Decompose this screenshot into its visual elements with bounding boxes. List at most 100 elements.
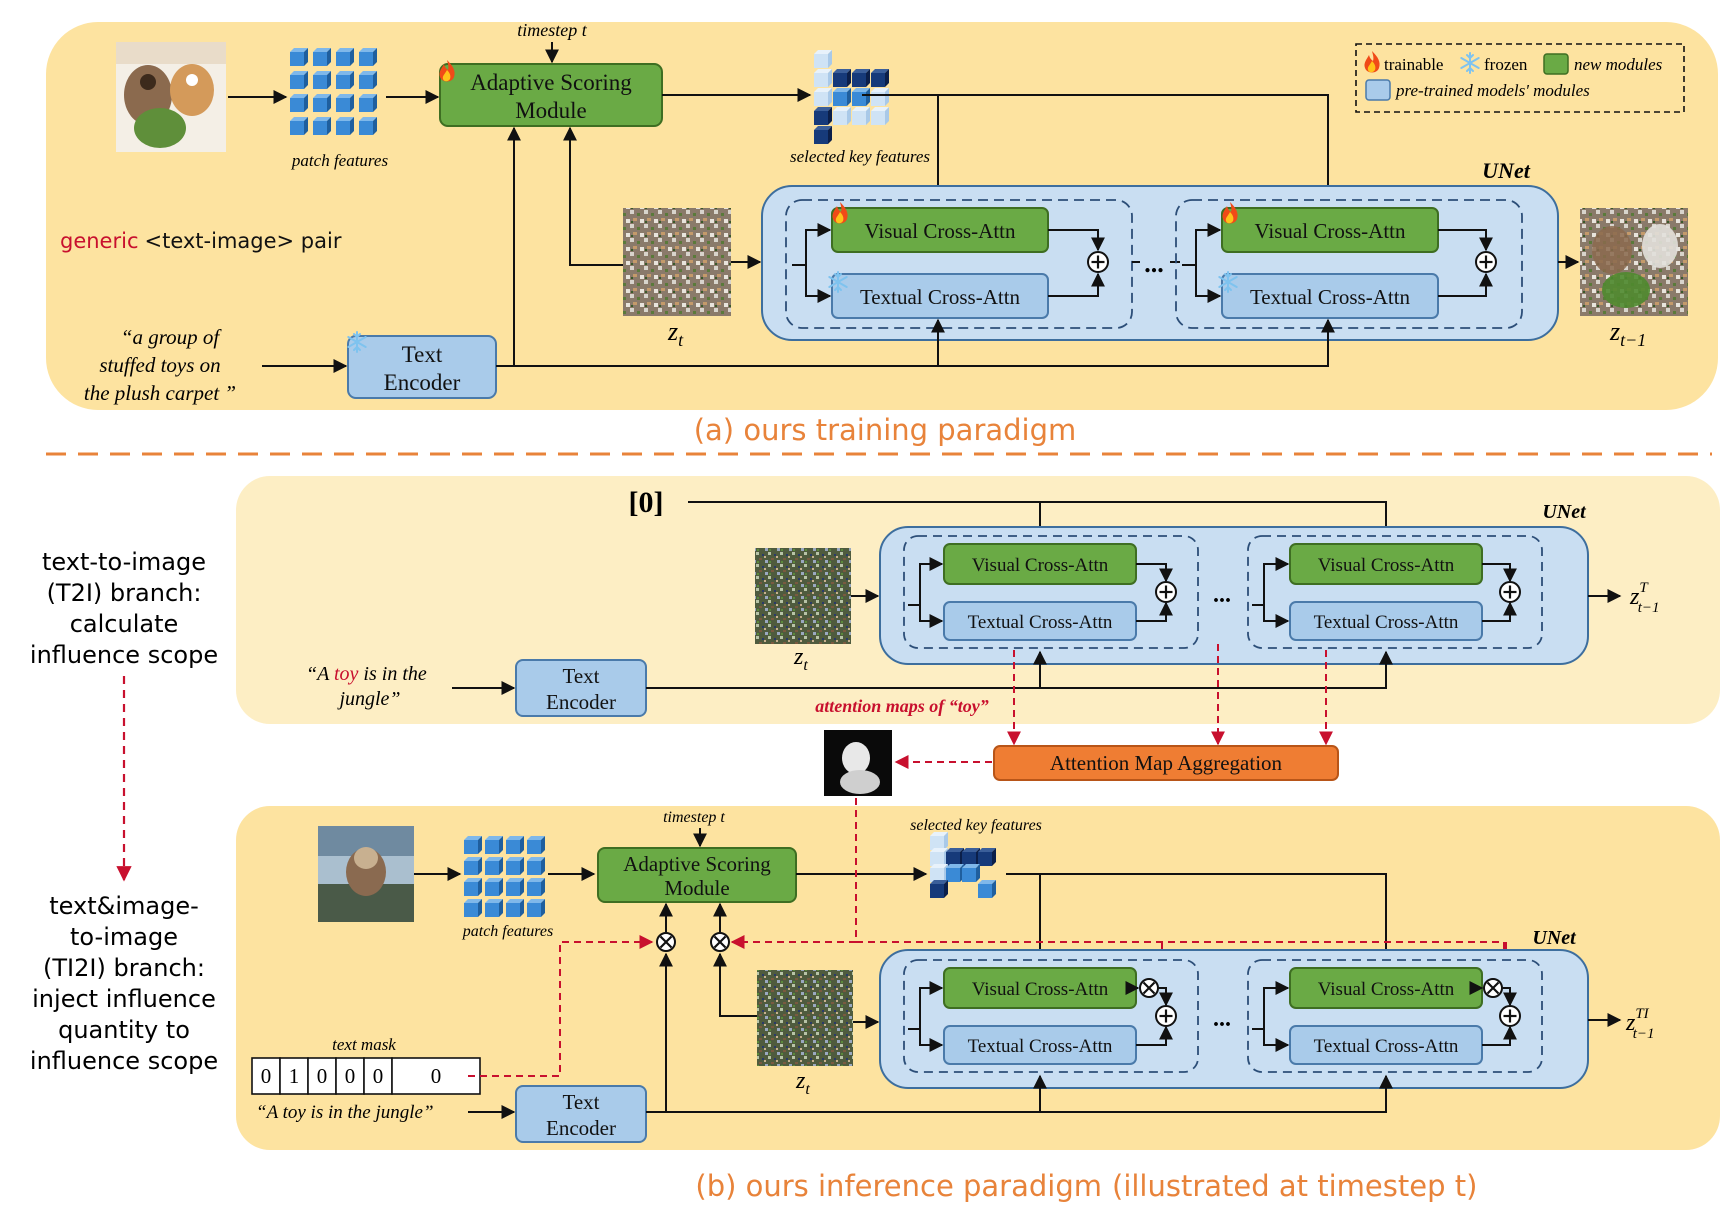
- selected-feature-cube: [946, 848, 964, 866]
- multiply-icon: [709, 931, 731, 953]
- patch-cube: [527, 836, 545, 854]
- training-asm-line2: Module: [515, 98, 587, 123]
- text-mask-value: 1: [289, 1064, 300, 1088]
- branch-to-visual-1: [792, 223, 832, 266]
- branch-arrow: [1263, 1029, 1290, 1052]
- patch-cube: [485, 878, 503, 896]
- training-prompt-line3: the plush carpet ”: [84, 381, 236, 405]
- t2i-line-4: influence scope: [30, 641, 218, 669]
- text-mask-cell: [307, 1057, 337, 1095]
- branch-arrow: [919, 1029, 944, 1052]
- visual-cross-attn-label: Visual Cross-Attn: [1318, 979, 1455, 1000]
- ti2i-line-4: inject influence: [32, 985, 216, 1013]
- selected-feature-cube: [833, 69, 851, 87]
- training-asm-line1: Adaptive Scoring: [470, 70, 632, 95]
- patch-cube: [527, 899, 545, 917]
- textual-cross-attn-label: Textual Cross-Attn: [1314, 1036, 1459, 1057]
- training-textual-cross-attn-2-label: Textual Cross-Attn: [1250, 285, 1411, 309]
- ti2i-asm-line1: Adaptive Scoring: [623, 852, 771, 876]
- selected-feature-cube: [814, 126, 832, 144]
- training-pair-generic: generic: [60, 229, 139, 253]
- patch-cube: [290, 48, 308, 66]
- branch-to-textual-1: [805, 265, 832, 303]
- unet-block: [903, 959, 1199, 1073]
- t2i-noisy-latent-image: [755, 548, 851, 644]
- selected-feature-cube: [814, 88, 832, 106]
- add-icon: [1498, 1004, 1522, 1028]
- selected-feature-cube: [946, 864, 964, 882]
- patch-cube: [464, 857, 482, 875]
- visual-cross-attn-label: Visual Cross-Attn: [1318, 555, 1455, 576]
- legend-pretrained: pre-trained models' modules: [1395, 81, 1590, 100]
- patch-cube: [290, 117, 308, 135]
- training-adaptive-scoring-module: Adaptive Scoring Module: [439, 60, 663, 127]
- ti2i-prompt: “A toy is in the jungle”: [256, 1102, 434, 1123]
- branch-arrow: [1252, 981, 1290, 1030]
- add-icon: [1498, 580, 1522, 604]
- t2i-line-3: calculate: [70, 610, 179, 638]
- training-text-encoder: Text Encoder: [347, 331, 497, 399]
- patch-cube: [485, 857, 503, 875]
- training-unet-label: UNet: [1482, 158, 1531, 183]
- arrow-encoder-to-textual-2: [496, 318, 1335, 367]
- training-caption: (a) ours training paradigm: [694, 413, 1077, 447]
- textual-2-to-add: [1438, 272, 1493, 297]
- legend-green-swatch: [1543, 53, 1569, 75]
- ti2i-line-6: influence scope: [30, 1047, 218, 1075]
- textual-to-add-arrow: [1136, 1025, 1173, 1046]
- selected-feature-cube: [814, 107, 832, 125]
- training-z-t-minus-1: zt−1: [1609, 317, 1646, 350]
- attention-maps-label: attention maps of “toy”: [815, 696, 989, 716]
- ti2i-line-3: (TI2I) branch:: [43, 954, 205, 982]
- patch-cube: [336, 48, 354, 66]
- text-mask-value: 0: [345, 1064, 356, 1088]
- add-icon: [1086, 250, 1110, 274]
- selected-feature-cube: [833, 107, 851, 125]
- t2i-prompt-line2: jungle”: [336, 688, 400, 710]
- ti2i-text-encoder: Text Encoder: [515, 1085, 647, 1143]
- patch-cube: [506, 878, 524, 896]
- multiply-icon: [655, 931, 677, 953]
- selected-feature-cube: [871, 88, 889, 106]
- ti2i-input-image: [318, 826, 414, 922]
- training-timestep-label: timestep t: [517, 20, 587, 40]
- visual-cross-attn-label: Visual Cross-Attn: [972, 555, 1109, 576]
- legend-blue-swatch: [1365, 79, 1391, 101]
- training-pair-label: generic<text-image> pair: [60, 229, 342, 253]
- selected-feature-cube: [930, 864, 948, 882]
- ti2i-text-encoder-line1: Text: [562, 1090, 599, 1114]
- patch-cube: [313, 71, 331, 89]
- selected-feature-cube: [814, 50, 832, 68]
- patch-cube: [485, 836, 503, 854]
- aggregation-label: Attention Map Aggregation: [1050, 751, 1283, 775]
- arrow-zt-to-scoring: [563, 126, 623, 266]
- selected-feature-cube: [930, 832, 948, 850]
- training-unet-block-1: [785, 199, 1133, 329]
- unet-ellipsis: ...: [1213, 1006, 1231, 1032]
- selected-feature-cube: [852, 69, 870, 87]
- training-textual-cross-attn-1-label: Textual Cross-Attn: [860, 285, 1021, 309]
- training-unet: UNet Visual Cross-Attn Textual Cross-Att…: [761, 158, 1559, 341]
- branch-to-textual-2: [1195, 265, 1222, 303]
- ti2i-text-encoder-line2: Encoder: [546, 1116, 616, 1140]
- arrow-ti2i-selected-to-visual-2: [1006, 873, 1393, 972]
- patch-cube: [290, 71, 308, 89]
- training-output-image: [1580, 208, 1688, 316]
- selected-feature-cube: [962, 864, 980, 882]
- unet-ellipsis: ...: [1213, 582, 1231, 608]
- patch-cube: [359, 71, 377, 89]
- ti2i-line-1: text&image-: [49, 892, 199, 920]
- text-mask-cell: [363, 1057, 393, 1095]
- selected-feature-cube: [814, 69, 832, 87]
- textual-cross-attn-label: Textual Cross-Attn: [968, 1036, 1113, 1057]
- patch-cube: [464, 878, 482, 896]
- multiply-icon: [1482, 977, 1504, 999]
- branch-arrow: [1263, 605, 1290, 628]
- training-visual-cross-attn-1-label: Visual Cross-Attn: [865, 219, 1016, 243]
- ti2i-noisy-latent-image: [757, 970, 853, 1066]
- text-mask-value: 0: [431, 1064, 442, 1088]
- patch-cube: [336, 117, 354, 135]
